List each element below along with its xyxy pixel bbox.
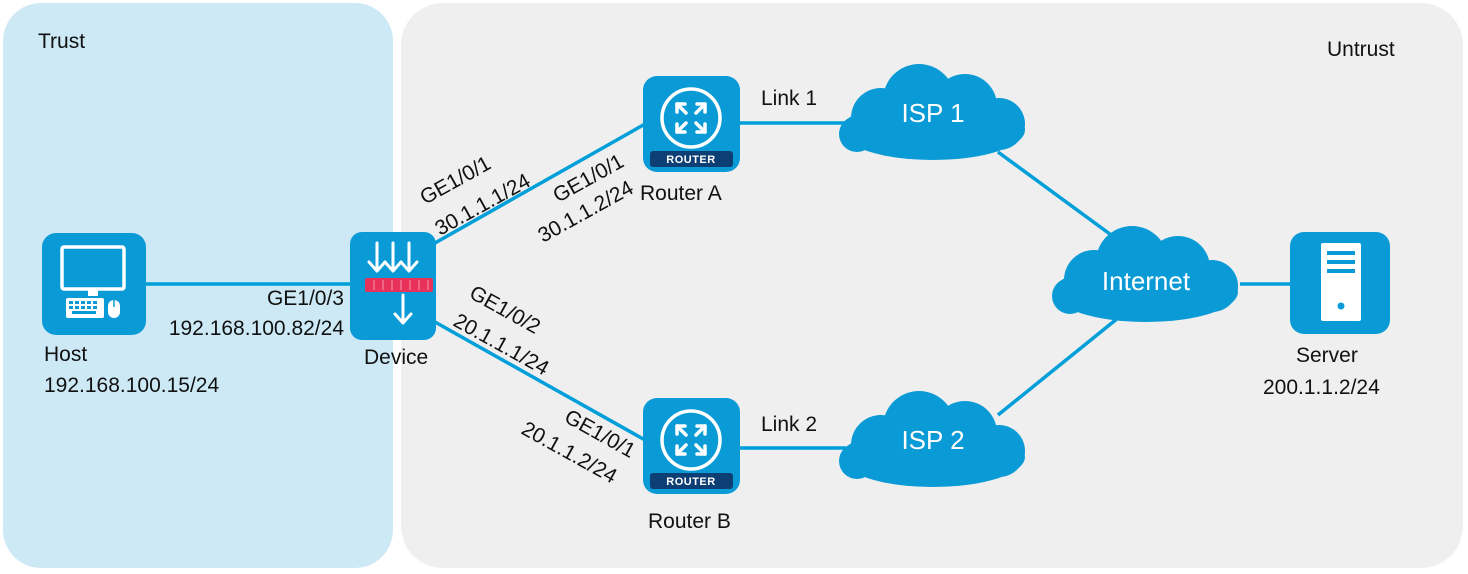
isp1-label: ISP 1 [901, 98, 964, 128]
device-ge103-ip: 192.168.100.82/24 [169, 317, 344, 340]
link1-label: Link 1 [761, 87, 817, 110]
router-icon: ROUTER [643, 76, 740, 172]
firewall-icon [350, 232, 436, 340]
host-ip: 192.168.100.15/24 [44, 374, 219, 397]
link2-label: Link 2 [761, 413, 817, 436]
router-b-label: Router B [648, 510, 731, 533]
router-a-badge: ROUTER [666, 154, 715, 166]
internet-label: Internet [1102, 266, 1191, 296]
server-ip: 200.1.1.2/24 [1263, 376, 1380, 399]
server-icon [1290, 232, 1390, 334]
device-label: Device [364, 346, 428, 369]
isp1-internet-line [996, 150, 1120, 242]
device-ge103-port: GE1/0/3 [267, 287, 344, 310]
trust-zone-label: Trust [38, 30, 85, 53]
router-b-badge: ROUTER [666, 476, 715, 488]
computer-icon [42, 233, 146, 335]
untrust-zone-label: Untrust [1327, 38, 1395, 61]
device-router-a-line [434, 122, 646, 245]
router-a-label: Router A [640, 182, 722, 205]
device-router-b-line [434, 320, 646, 442]
router-icon: ROUTER [643, 398, 740, 494]
server-label: Server [1296, 344, 1358, 367]
connection-lines [146, 121, 1290, 450]
host-label: Host [44, 343, 87, 366]
isp2-internet-line [996, 316, 1120, 417]
isp2-label: ISP 2 [901, 425, 964, 455]
